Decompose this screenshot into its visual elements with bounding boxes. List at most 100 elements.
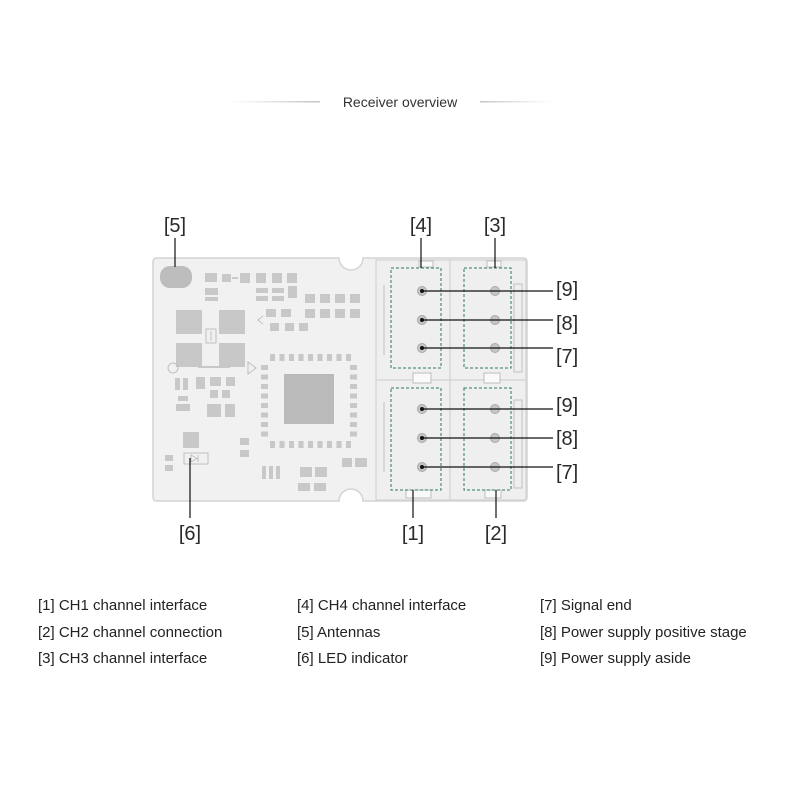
chip-pad bbox=[261, 384, 268, 389]
smd-component bbox=[207, 404, 221, 417]
chip-pad bbox=[317, 354, 323, 361]
callout-ch3: [3] bbox=[484, 215, 506, 237]
smd-component bbox=[276, 466, 280, 479]
smd-component bbox=[256, 296, 268, 301]
smd-component bbox=[183, 432, 199, 448]
smd-component bbox=[222, 390, 230, 398]
mcu-chip bbox=[284, 374, 334, 424]
smd-component bbox=[285, 323, 294, 331]
smd-component bbox=[165, 455, 173, 461]
chip-pad bbox=[261, 393, 268, 399]
callout-lower-power-positive: [8] bbox=[556, 428, 578, 450]
ch3-connector-outline bbox=[463, 267, 512, 369]
housing-latch bbox=[483, 372, 501, 384]
chip-pad bbox=[327, 441, 332, 448]
chip-pad bbox=[350, 365, 357, 370]
chip-pad bbox=[350, 384, 357, 389]
chip-pad bbox=[336, 441, 342, 448]
housing-tab bbox=[484, 489, 502, 499]
smd-component bbox=[196, 377, 205, 389]
legend-item: [2] CH2 channel connection bbox=[38, 624, 222, 641]
leader-end-dot bbox=[420, 289, 424, 293]
smd-component bbox=[183, 378, 188, 390]
smd-component bbox=[269, 466, 273, 479]
ch1-housing bbox=[375, 379, 451, 501]
chip-pad bbox=[279, 441, 285, 448]
pin1-marker bbox=[247, 361, 257, 375]
smd-component bbox=[175, 378, 180, 390]
mcu bbox=[261, 354, 357, 448]
smd-component bbox=[350, 309, 360, 318]
smd-component bbox=[288, 286, 297, 298]
callout-lower-signal: [7] bbox=[556, 462, 578, 484]
smd-component bbox=[225, 404, 235, 417]
callout-ch1: [1] bbox=[402, 523, 424, 545]
housing-latch bbox=[412, 372, 432, 384]
power-component bbox=[219, 343, 245, 367]
smd-component bbox=[205, 288, 218, 295]
smd-components bbox=[165, 273, 367, 491]
ch2-housing bbox=[449, 379, 527, 501]
smd-component bbox=[205, 297, 218, 301]
callout-lower-power-aside: [9] bbox=[556, 395, 578, 417]
smd-component bbox=[342, 458, 352, 467]
chip-pad bbox=[270, 354, 275, 361]
chip-pad bbox=[308, 354, 313, 361]
chip-pad bbox=[350, 412, 357, 418]
smd-component bbox=[287, 273, 297, 283]
polarity-mark bbox=[257, 315, 264, 325]
chip-pad bbox=[350, 393, 357, 399]
chip-pad bbox=[261, 412, 268, 418]
smd-component bbox=[240, 450, 249, 457]
housing-rail bbox=[513, 399, 523, 489]
antenna-pad bbox=[160, 266, 192, 288]
title-block: Receiver overview bbox=[228, 94, 552, 110]
smd-component bbox=[210, 377, 221, 386]
smd-component bbox=[222, 274, 231, 282]
ch1-connector-outline bbox=[390, 387, 442, 491]
smd-component bbox=[240, 438, 249, 445]
title-rule-left bbox=[228, 101, 320, 103]
callout-upper-power-aside: [9] bbox=[556, 279, 578, 301]
smd-component bbox=[272, 296, 284, 301]
smd-component bbox=[165, 465, 173, 471]
housing-rail bbox=[513, 283, 523, 373]
chip-pad bbox=[336, 354, 342, 361]
smd-component bbox=[355, 458, 367, 467]
smd-component bbox=[266, 309, 276, 317]
smd-component bbox=[272, 288, 284, 293]
chip-pad bbox=[346, 354, 351, 361]
housing-tab bbox=[486, 260, 502, 268]
led-indicator bbox=[183, 452, 209, 465]
legend-item: [8] Power supply positive stage bbox=[540, 624, 747, 641]
connector-block bbox=[375, 259, 527, 501]
smd-component bbox=[178, 396, 188, 401]
leader-end-dot bbox=[420, 346, 424, 350]
chip-pad bbox=[350, 374, 357, 380]
legend-item: [3] CH3 channel interface bbox=[38, 650, 207, 667]
chip-pad bbox=[350, 403, 357, 408]
smd-component bbox=[335, 309, 345, 318]
leader-end-dot bbox=[420, 436, 424, 440]
smd-component bbox=[262, 466, 266, 479]
legend-item: [6] LED indicator bbox=[297, 650, 408, 667]
smd-component bbox=[335, 294, 345, 303]
ch4-connector-outline bbox=[390, 267, 442, 369]
chip-pad bbox=[261, 374, 268, 380]
smd-component bbox=[305, 294, 315, 303]
smd-component bbox=[256, 273, 266, 283]
chip-pad bbox=[279, 354, 285, 361]
power-component bbox=[176, 310, 202, 334]
leader-lines bbox=[174, 238, 553, 518]
smd-component bbox=[232, 277, 238, 279]
smd-component bbox=[320, 294, 330, 303]
callout-ch2: [2] bbox=[485, 523, 507, 545]
housing-tab bbox=[405, 489, 432, 499]
housing-tab bbox=[418, 260, 434, 268]
title-rule-right bbox=[480, 101, 552, 103]
chip-pad bbox=[289, 354, 294, 361]
crystal bbox=[205, 328, 217, 344]
callout-labels: [5] [4] [3] [9] [8] [7] [9] [8] [7] [1] … bbox=[164, 215, 578, 545]
chip-pad bbox=[350, 422, 357, 427]
